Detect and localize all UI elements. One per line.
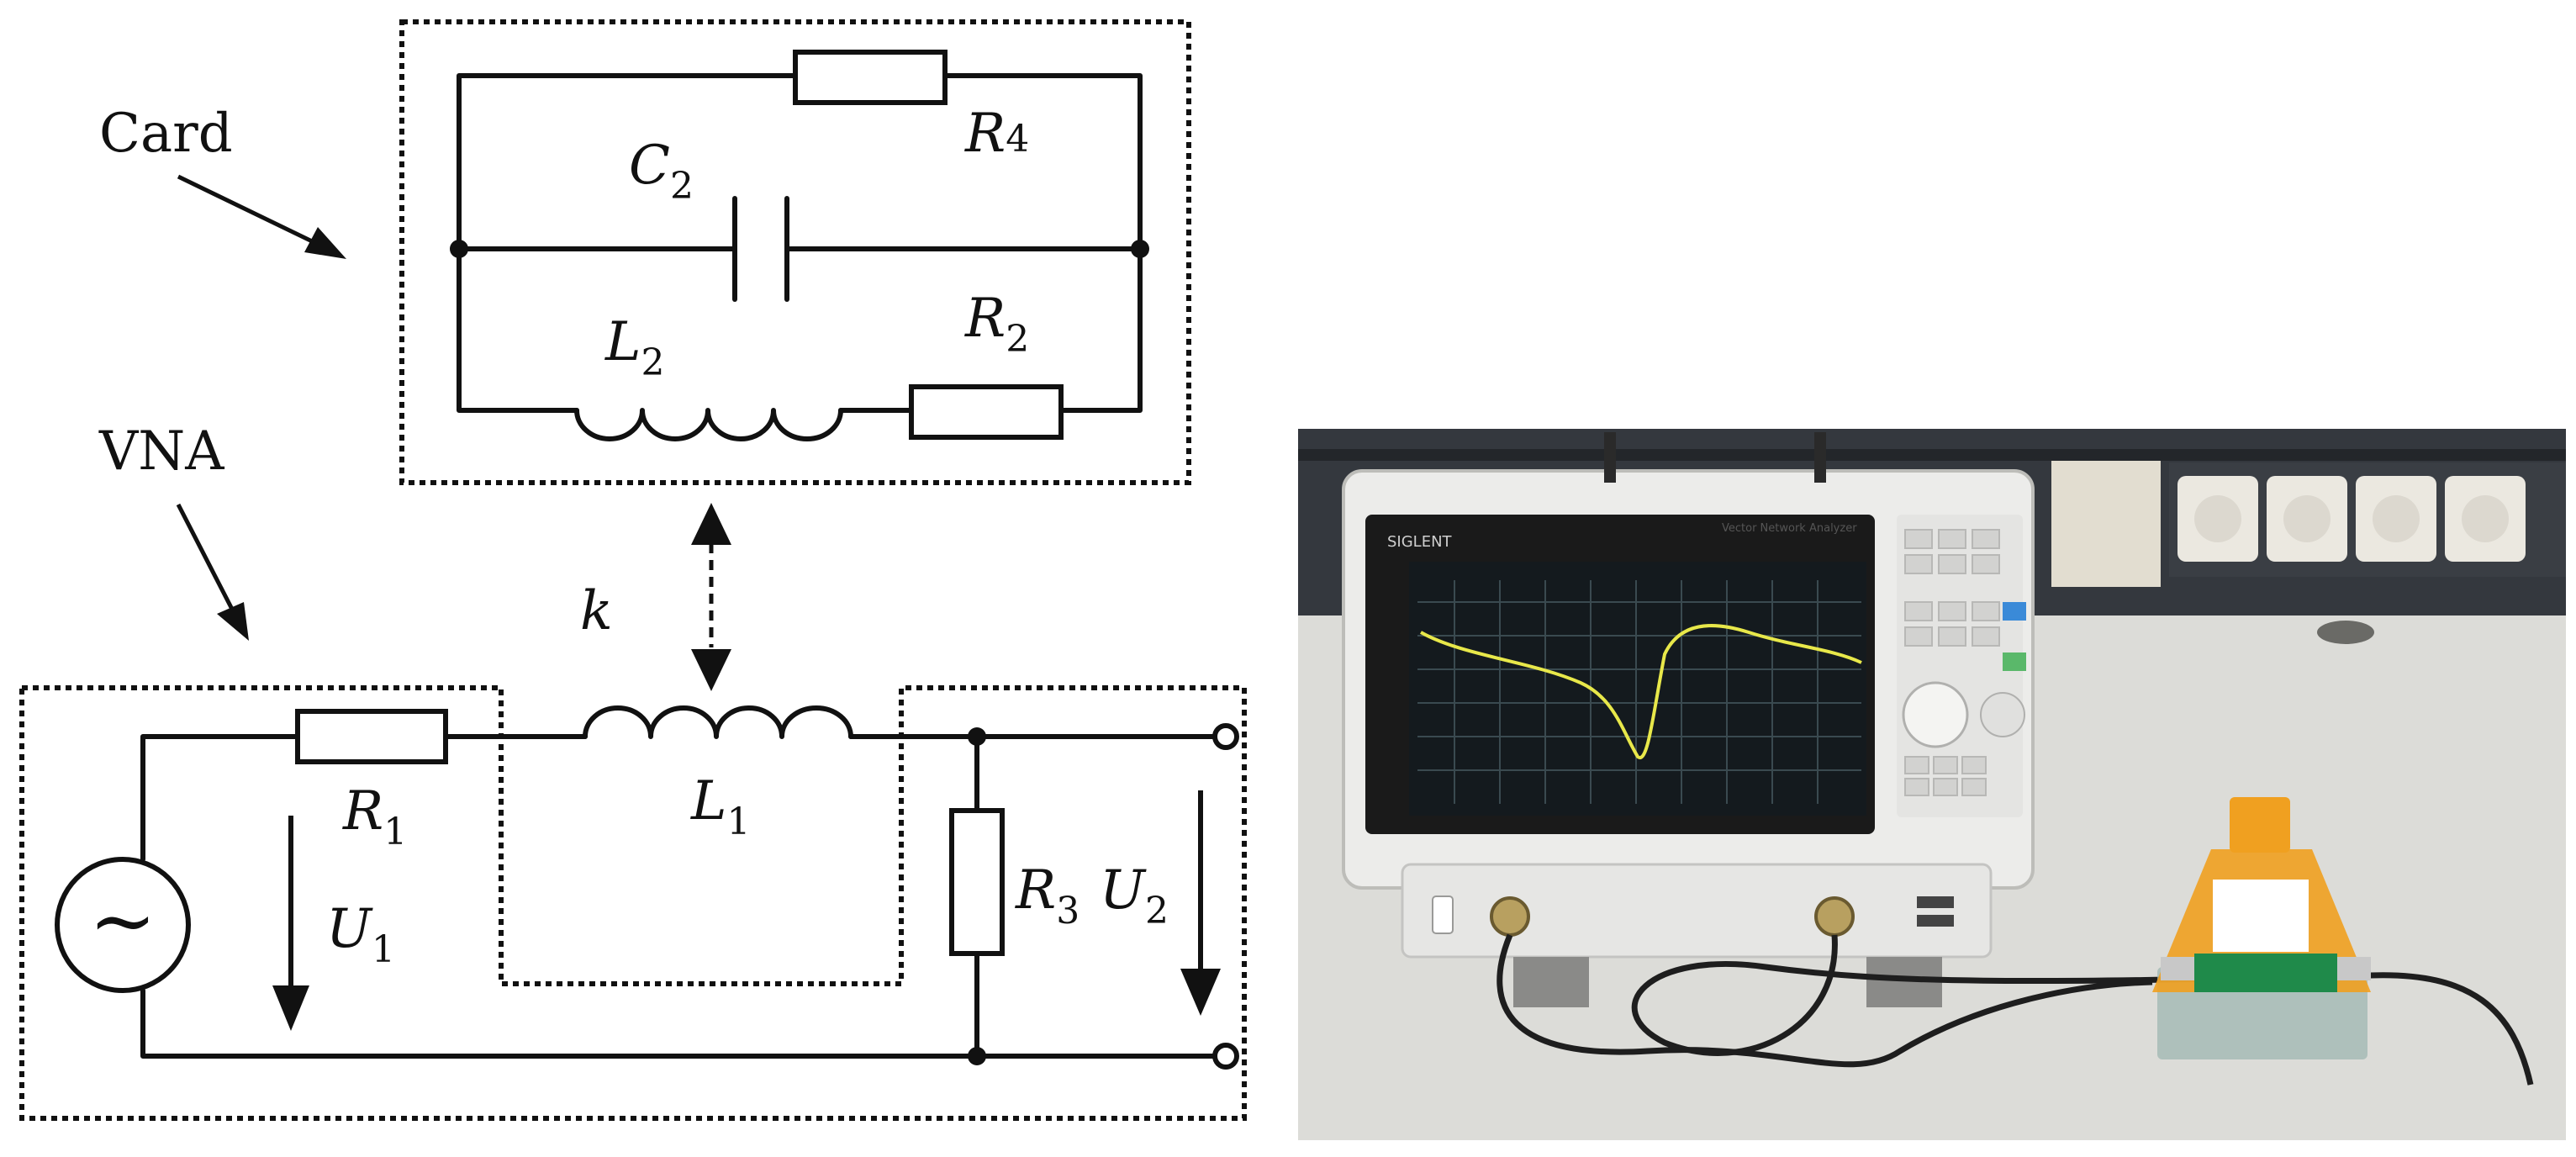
cable-1 [1497,933,2153,1068]
label-r4: R4 [964,103,1029,165]
wire-bottom [140,988,1218,1059]
vna-instrument: SIGLENT Vector Network Analyzer [1342,432,2035,1007]
svg-text:Vector Network Analyzer: Vector Network Analyzer [1722,522,1857,535]
inductor-l2 [574,408,843,441]
card-pointer-arrow [177,174,336,255]
label-r2: R2 [964,288,1029,361]
resistor-r2 [909,384,1064,440]
node-r3-top [968,727,986,746]
terminal-top [1212,723,1239,750]
card-wire-bottom [457,246,1143,413]
ac-source-symbol: ~ [89,874,156,968]
vna-port-1 [1490,896,1530,937]
u1-arrow-head [272,985,309,1031]
coupling-arrow-head-down [691,649,731,691]
vna-pointer-arrow [176,503,241,624]
svg-text:SIGLENT: SIGLENT [1387,533,1453,551]
resistor-r1 [295,709,448,764]
coupling-arrow-head-up [691,503,731,545]
wire-source-top [140,734,1218,862]
card-pointer-head [304,227,346,259]
vna-pointer-head [217,602,249,641]
wall-sockets [2169,462,2566,577]
label-vna: VNA [98,420,224,483]
label-u2: U2 [1100,859,1169,932]
label-r1: R1 [342,780,407,853]
vna-screen [1409,562,1866,816]
inductor-l1 [583,705,853,739]
ac-source [55,857,191,993]
vna-trace [1420,624,1862,760]
vna-port-2 [1814,896,1855,937]
label-c2: C2 [629,135,694,208]
vna-knob [1902,681,1969,748]
u2-arrow-head [1180,969,1221,1016]
label-u1: U1 [326,898,395,971]
circuit-diagram: R4 C2 L2 R2 Card VNA k ~ [19,19,1247,1121]
label-card: Card [99,103,233,165]
label-l2: L2 [604,311,665,384]
setup-photo: SIGLENT Vector Network Analyzer [1298,429,2566,1140]
label-l1: L1 [690,770,751,843]
cable-2 [1631,934,2534,1086]
card-wire-top [457,73,1143,251]
terminal-bottom [1212,1043,1239,1070]
label-k: k [580,580,613,642]
test-fixture [2152,797,2371,1059]
label-r3: R3 [1015,859,1079,932]
resistor-r3 [949,808,1005,956]
resistor-r4 [793,50,948,105]
card-box [399,19,1191,485]
